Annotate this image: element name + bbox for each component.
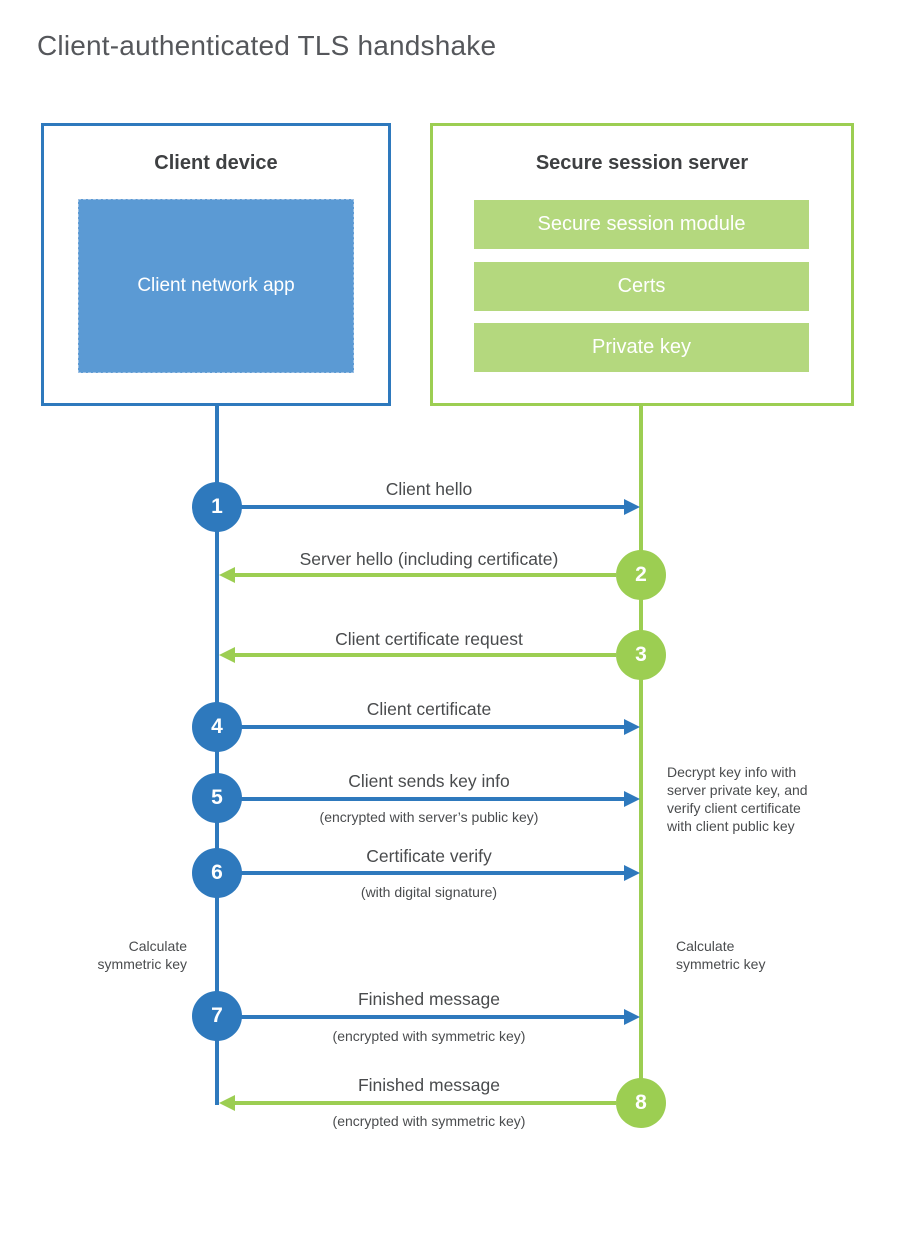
step-8-arrow [219, 1095, 616, 1111]
step-5-badge: 5 [192, 773, 242, 823]
step-3-arrow [219, 647, 616, 663]
calc-symmetric-key-note-server: Calculate symmetric key [676, 938, 766, 972]
secure-session-server-title: Secure session server [535, 152, 749, 174]
step-5-label: Client sends key info [348, 771, 510, 791]
decrypt-note: Decrypt key info with server private key… [667, 764, 808, 834]
step-6-arrow [240, 865, 640, 881]
client-network-app-label: Client network app [137, 275, 295, 297]
step-3-badge: 3 [616, 630, 666, 680]
client-lifeline [215, 406, 219, 1105]
step-8-badge: 8 [616, 1078, 666, 1128]
step-8-subtitle: (encrypted with symmetric key) [332, 1113, 526, 1129]
step-7-arrow [240, 1009, 640, 1025]
client-device-box: Client device Client network app [41, 123, 391, 406]
page-title: Client-authenticated TLS handshake [37, 30, 497, 61]
step-4-label: Client certificate [366, 699, 492, 719]
step-7-badge: 7 [192, 991, 242, 1041]
client-network-app-box: Client network app [78, 199, 354, 373]
secure-session-server-box: Secure session server Secure session mod… [430, 123, 854, 406]
server-lifeline [639, 406, 643, 1103]
step-6-subtitle: (with digital signature) [360, 884, 498, 900]
step-6-badge: 6 [192, 848, 242, 898]
step-8-label: Finished message [357, 1075, 501, 1095]
step-1-label: Client hello [385, 479, 473, 499]
server-module-certs: Certs [474, 262, 809, 311]
calc-symmetric-key-note-client: Calculate symmetric key [97, 938, 187, 972]
step-3-label: Client certificate request [335, 629, 523, 649]
step-1-arrow [240, 499, 640, 515]
step-2-label: Server hello (including certificate) [299, 549, 559, 569]
step-2-arrow [219, 567, 616, 583]
server-module-secure-session: Secure session module [474, 200, 809, 249]
step-6-label: Certificate verify [366, 846, 492, 866]
step-5-arrow [240, 791, 640, 807]
step-1-badge: 1 [192, 482, 242, 532]
step-7-subtitle: (encrypted with symmetric key) [332, 1028, 526, 1044]
step-2-badge: 2 [616, 550, 666, 600]
step-5-subtitle: (encrypted with server’s public key) [319, 809, 539, 825]
step-7-label: Finished message [357, 989, 501, 1009]
client-device-title: Client device [154, 152, 278, 174]
step-4-badge: 4 [192, 702, 242, 752]
server-module-private-key: Private key [474, 323, 809, 372]
step-4-arrow [240, 719, 640, 735]
